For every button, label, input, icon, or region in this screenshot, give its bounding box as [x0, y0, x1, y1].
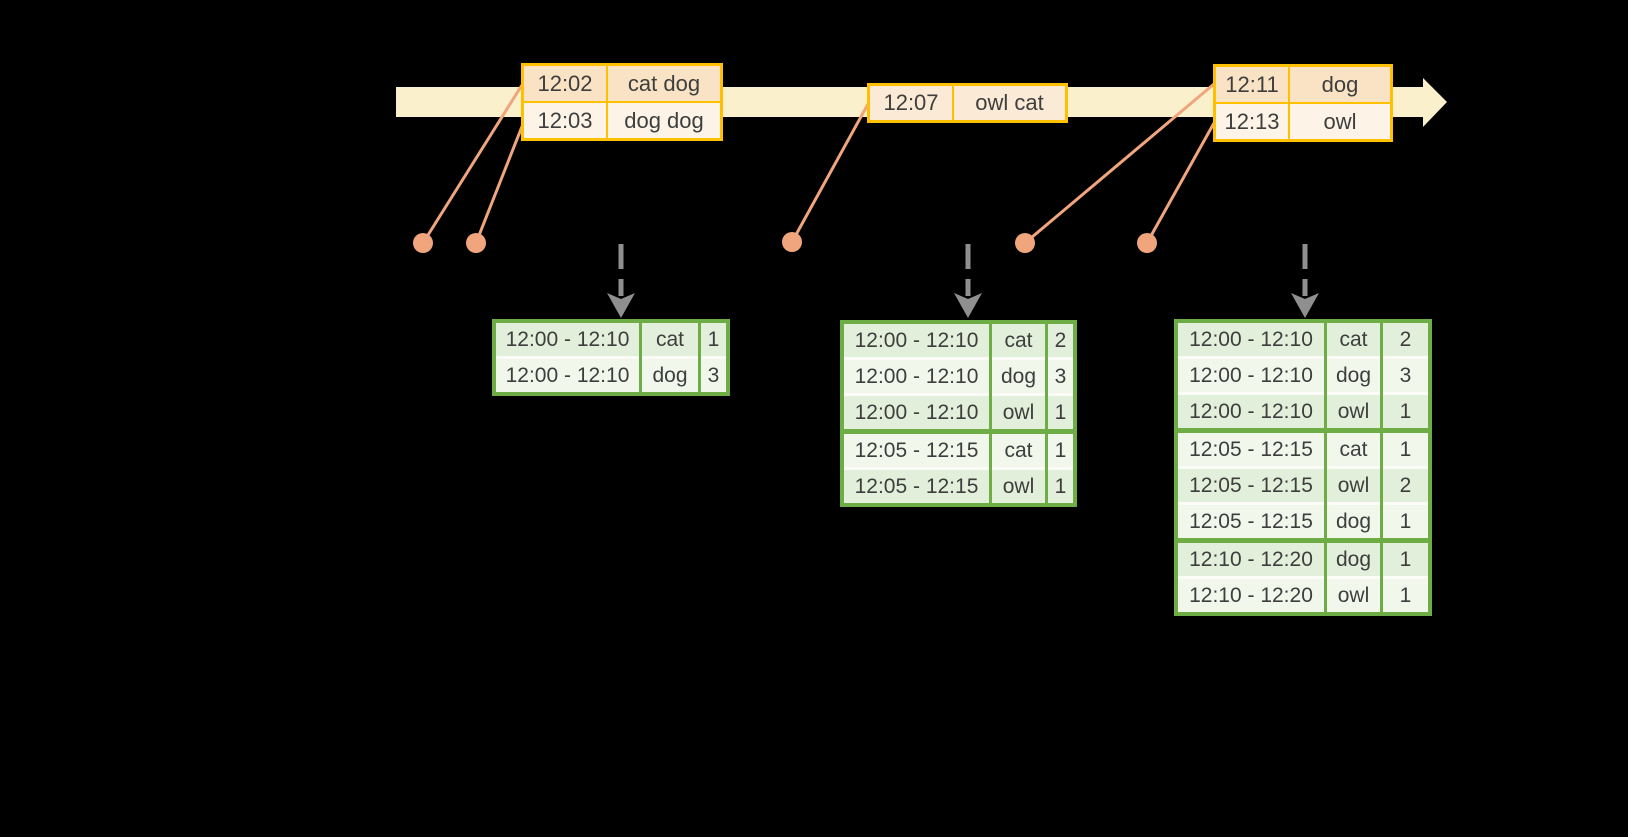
- result-row: 12:00 - 12:10 dog 3: [496, 359, 726, 392]
- event-connector-line: [790, 103, 870, 243]
- trigger-arrowhead-icon: [954, 293, 982, 318]
- count-cell: 1: [701, 323, 726, 359]
- count-cell: 1: [1048, 434, 1073, 470]
- window-cell: 12:00 - 12:10: [1178, 323, 1324, 359]
- event-time-cell: 12:13: [1216, 104, 1288, 139]
- word-cell: cat: [992, 434, 1045, 470]
- result-row: 12:00 - 12:10 dog 3: [844, 360, 1073, 396]
- count-cell: 2: [1048, 324, 1073, 360]
- result-row: 12:05 - 12:15 owl 1: [844, 470, 1073, 503]
- word-cell: owl: [1327, 469, 1380, 505]
- event-time-cell: 12:11: [1216, 67, 1288, 102]
- count-cell: 1: [1048, 470, 1073, 503]
- count-cell: 1: [1383, 505, 1428, 543]
- event-row: 12:03 dog dog: [524, 103, 720, 138]
- window-cell: 12:10 - 12:20: [1178, 579, 1324, 612]
- result-row: 12:00 - 12:10 owl 1: [1178, 395, 1428, 433]
- event-dot: [782, 232, 802, 252]
- word-cell: dog: [992, 360, 1045, 396]
- result-row: 12:10 - 12:20 owl 1: [1178, 579, 1428, 612]
- event-time-cell: 12:02: [524, 66, 606, 101]
- word-cell: dog: [1327, 543, 1380, 579]
- word-cell: dog: [1327, 359, 1380, 395]
- result-table-1: 12:00 - 12:10 cat 1 12:00 - 12:10 dog 3: [492, 319, 730, 396]
- word-cell: owl: [992, 396, 1045, 434]
- result-row: 12:05 - 12:15 cat 1: [1178, 433, 1428, 469]
- result-row: 12:10 - 12:20 dog 1: [1178, 543, 1428, 579]
- window-cell: 12:00 - 12:10: [844, 324, 989, 360]
- window-cell: 12:05 - 12:15: [844, 434, 989, 470]
- result-row: 12:00 - 12:10 cat 2: [844, 324, 1073, 360]
- event-table-3: 12:11 dog 12:13 owl: [1213, 64, 1393, 142]
- result-row: 12:00 - 12:10 dog 3: [1178, 359, 1428, 395]
- window-cell: 12:05 - 12:15: [1178, 505, 1324, 543]
- result-row: 12:05 - 12:15 dog 1: [1178, 505, 1428, 543]
- window-cell: 12:10 - 12:20: [1178, 543, 1324, 579]
- event-row: 12:11 dog: [1216, 67, 1390, 102]
- count-cell: 3: [1383, 359, 1428, 395]
- word-cell: cat: [992, 324, 1045, 360]
- window-cell: 12:00 - 12:10: [1178, 395, 1324, 433]
- event-connector-line: [1024, 82, 1215, 245]
- trigger-arrowhead-icon: [1291, 293, 1319, 318]
- word-cell: dog: [1327, 505, 1380, 543]
- trigger-arrowhead-icon: [607, 293, 635, 318]
- event-connector-line: [421, 84, 524, 244]
- event-connector-line: [1145, 122, 1216, 244]
- count-cell: 1: [1048, 396, 1073, 434]
- count-cell: 1: [1383, 579, 1428, 612]
- word-cell: cat: [1327, 323, 1380, 359]
- word-cell: owl: [1327, 395, 1380, 433]
- event-row: 12:07 owl cat: [870, 86, 1065, 120]
- event-row: 12:13 owl: [1216, 104, 1390, 139]
- event-words-cell: owl: [1290, 104, 1390, 139]
- word-cell: cat: [1327, 433, 1380, 469]
- event-connector-line: [474, 123, 525, 244]
- trigger-arrow-1: [607, 244, 635, 318]
- event-dot: [413, 233, 433, 253]
- window-cell: 12:00 - 12:10: [496, 359, 639, 392]
- count-cell: 3: [701, 359, 726, 392]
- word-cell: dog: [642, 359, 698, 392]
- word-cell: owl: [1327, 579, 1380, 612]
- result-table-2: 12:00 - 12:10 cat 2 12:00 - 12:10 dog 3 …: [840, 320, 1077, 507]
- word-cell: owl: [992, 470, 1045, 503]
- window-cell: 12:00 - 12:10: [844, 360, 989, 396]
- event-words-cell: dog: [1290, 67, 1390, 102]
- trigger-arrow-2: [954, 244, 982, 318]
- event-table-1: 12:02 cat dog 12:03 dog dog: [521, 63, 723, 141]
- count-cell: 1: [1383, 543, 1428, 579]
- result-row: 12:00 - 12:10 cat 1: [496, 323, 726, 359]
- timeline-arrowhead-icon: [1423, 78, 1447, 127]
- result-row: 12:05 - 12:15 owl 2: [1178, 469, 1428, 505]
- window-cell: 12:00 - 12:10: [1178, 359, 1324, 395]
- result-row: 12:00 - 12:10 cat 2: [1178, 323, 1428, 359]
- word-cell: cat: [642, 323, 698, 359]
- result-row: 12:05 - 12:15 cat 1: [844, 434, 1073, 470]
- event-dot: [1137, 233, 1157, 253]
- count-cell: 3: [1048, 360, 1073, 396]
- count-cell: 2: [1383, 323, 1428, 359]
- event-time-cell: 12:07: [870, 86, 952, 120]
- event-words-cell: dog dog: [608, 103, 720, 138]
- window-cell: 12:05 - 12:15: [1178, 433, 1324, 469]
- event-dot: [1015, 233, 1035, 253]
- event-words-cell: cat dog: [608, 66, 720, 101]
- result-row: 12:00 - 12:10 owl 1: [844, 396, 1073, 434]
- event-table-2: 12:07 owl cat: [867, 83, 1068, 123]
- count-cell: 2: [1383, 469, 1428, 505]
- window-cell: 12:00 - 12:10: [496, 323, 639, 359]
- window-cell: 12:00 - 12:10: [844, 396, 989, 434]
- count-cell: 1: [1383, 433, 1428, 469]
- window-cell: 12:05 - 12:15: [1178, 469, 1324, 505]
- event-time-cell: 12:03: [524, 103, 606, 138]
- event-dot: [466, 233, 486, 253]
- event-row: 12:02 cat dog: [524, 66, 720, 101]
- trigger-arrow-3: [1291, 244, 1319, 318]
- count-cell: 1: [1383, 395, 1428, 433]
- window-cell: 12:05 - 12:15: [844, 470, 989, 503]
- event-words-cell: owl cat: [954, 86, 1065, 120]
- result-table-3: 12:00 - 12:10 cat 2 12:00 - 12:10 dog 3 …: [1174, 319, 1432, 616]
